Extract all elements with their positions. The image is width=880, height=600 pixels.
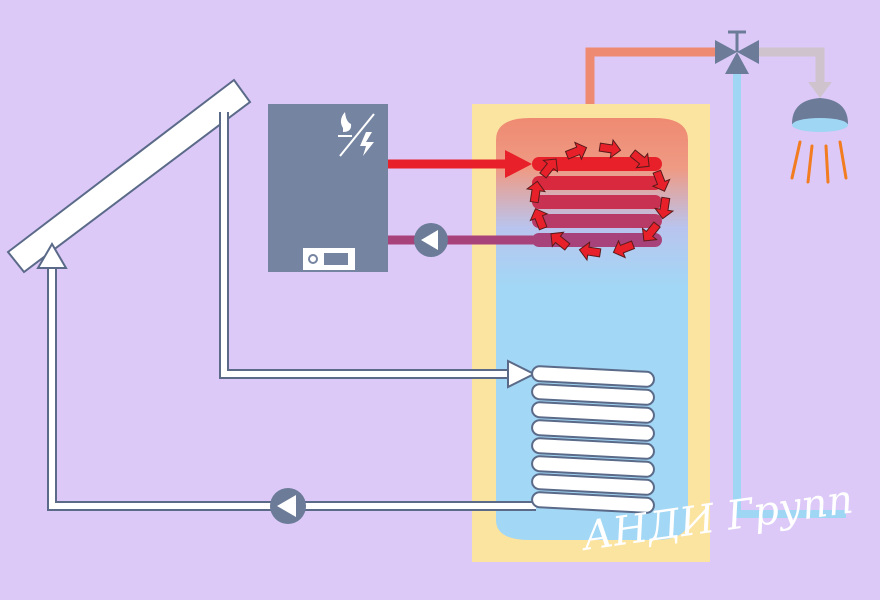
convection-arrow xyxy=(578,241,602,262)
convection-arrow xyxy=(525,180,547,204)
coil-turn xyxy=(531,437,655,460)
shower-head-icon xyxy=(790,98,848,184)
solar-return-arrow xyxy=(36,242,68,269)
water-spray-icon xyxy=(790,140,848,184)
solar-return-pipe xyxy=(47,262,536,511)
three-way-valve xyxy=(715,30,759,74)
coil-turn xyxy=(531,491,655,514)
coil-turn xyxy=(531,401,655,424)
boiler xyxy=(268,104,388,272)
coil-turn xyxy=(531,455,655,478)
solar-supply-arrow xyxy=(507,359,537,389)
flame-lightning-icon xyxy=(338,112,375,157)
solar-collector xyxy=(6,78,252,274)
convection-arrow xyxy=(539,158,559,179)
boiler-supply-arrow xyxy=(505,150,532,178)
coil-turn xyxy=(532,157,662,171)
convection-arrows xyxy=(525,138,675,262)
convection-arrow xyxy=(550,231,571,251)
mixed-water-arrow xyxy=(808,82,832,98)
convection-arrow xyxy=(598,138,622,159)
solar-circulation-pump xyxy=(270,488,306,524)
cold-water-pipe xyxy=(733,70,846,518)
convection-arrow xyxy=(653,196,675,220)
lower-heat-exchanger-coil xyxy=(531,365,655,514)
convection-arrow xyxy=(564,141,588,161)
coil-turn xyxy=(531,473,655,496)
mixed-water-pipe xyxy=(756,47,825,86)
convection-arrow xyxy=(529,208,549,231)
convection-arrow xyxy=(629,149,650,169)
upper-heat-exchanger-coil xyxy=(532,157,662,247)
convection-arrow xyxy=(641,221,661,242)
convection-arrow xyxy=(651,169,671,192)
convection-arrow xyxy=(612,239,636,259)
hot-water-pipe xyxy=(585,47,718,118)
boiler-circulation-pump xyxy=(414,223,448,257)
coil-turn xyxy=(531,383,655,406)
coil-turn xyxy=(532,195,662,209)
coil-turn xyxy=(531,419,655,442)
boiler-control-panel xyxy=(303,248,355,270)
coil-turn xyxy=(531,365,655,388)
coil-turn xyxy=(532,176,662,190)
coil-turn xyxy=(532,214,662,228)
